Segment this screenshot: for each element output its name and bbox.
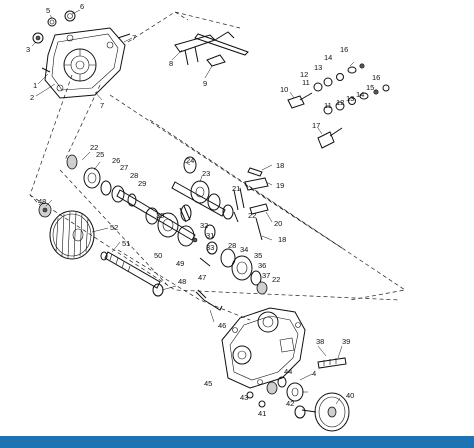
label-5: 5 xyxy=(46,6,50,15)
cover-housing xyxy=(44,27,126,99)
label-31: 31 xyxy=(206,231,214,240)
label-47: 47 xyxy=(198,273,206,282)
label-18-lower: 18 xyxy=(278,235,286,244)
label-23: 23 xyxy=(202,169,210,178)
label-35: 35 xyxy=(254,251,262,260)
label-40: 40 xyxy=(346,391,354,400)
label-50: 50 xyxy=(154,251,162,260)
label-14-lower: 14 xyxy=(356,90,364,99)
label-12-lower: 12 xyxy=(336,98,344,107)
label-3: 3 xyxy=(26,45,30,54)
label-22-lower: 22 xyxy=(272,275,280,284)
label-22-upper: 22 xyxy=(90,143,98,152)
label-1: 1 xyxy=(33,81,37,90)
lower-gear-cluster xyxy=(199,224,268,295)
label-18-upper: 18 xyxy=(276,161,284,170)
gearbox-housing xyxy=(221,307,306,389)
label-15: 15 xyxy=(366,83,374,92)
label-29: 29 xyxy=(138,179,146,188)
main-shaft-gears xyxy=(66,154,198,247)
label-6: 6 xyxy=(80,2,84,11)
label-44: 44 xyxy=(284,367,292,376)
label-49: 49 xyxy=(176,259,184,268)
label-48-right: 48 xyxy=(178,277,186,286)
label-8: 8 xyxy=(169,59,173,68)
label-22-middle: 22 xyxy=(248,211,256,220)
label-38: 38 xyxy=(316,337,324,346)
output-shaft xyxy=(100,251,161,289)
label-16-lower: 16 xyxy=(372,73,380,82)
label-34: 34 xyxy=(240,245,248,254)
shift-rods xyxy=(233,167,269,241)
label-11-upper: 11 xyxy=(302,78,310,87)
label-4: 4 xyxy=(312,369,316,378)
label-42: 42 xyxy=(286,399,294,408)
label-13-lower: 13 xyxy=(346,94,354,103)
bottom-accent-bar xyxy=(0,436,474,448)
label-13-upper: 13 xyxy=(314,63,322,72)
detent-parts-lower xyxy=(317,84,390,149)
label-41: 41 xyxy=(258,409,266,418)
label-7-lower: 7 xyxy=(100,101,104,110)
label-27: 27 xyxy=(120,163,128,172)
label-36: 36 xyxy=(258,261,266,270)
label-28-upper: 28 xyxy=(130,171,138,180)
label-39: 39 xyxy=(342,337,350,346)
label-46: 46 xyxy=(218,321,226,330)
label-14-upper: 14 xyxy=(324,53,332,62)
label-12-upper: 12 xyxy=(300,70,308,79)
left-washers xyxy=(38,202,164,297)
label-43: 43 xyxy=(240,393,248,402)
label-52: 52 xyxy=(110,223,118,232)
label-7-upper: 7 xyxy=(132,33,136,42)
label-24: 24 xyxy=(186,156,194,165)
label-17: 17 xyxy=(312,121,320,130)
label-26: 26 xyxy=(112,156,120,165)
label-20: 20 xyxy=(274,219,282,228)
label-16-upper: 16 xyxy=(340,45,348,54)
label-19: 19 xyxy=(276,181,284,190)
assembly-guide-lines xyxy=(29,11,406,321)
label-51: 51 xyxy=(122,239,130,248)
label-2: 2 xyxy=(30,93,34,102)
part-labels: 5 6 3 1 2 7 7 8 9 16 14 13 12 11 10 16 1… xyxy=(26,2,380,418)
label-30: 30 xyxy=(156,211,164,220)
label-25: 25 xyxy=(96,150,104,159)
label-10: 10 xyxy=(280,85,288,94)
output-pulley xyxy=(301,392,350,432)
label-37: 37 xyxy=(262,271,270,280)
label-11-lower: 11 xyxy=(324,101,332,110)
label-28-lower: 28 xyxy=(228,241,236,250)
output-parts xyxy=(246,357,347,419)
label-32: 32 xyxy=(200,221,208,230)
leader-lines xyxy=(31,9,355,405)
countershaft-gears xyxy=(171,156,234,223)
detent-parts-upper xyxy=(287,63,365,109)
label-45: 45 xyxy=(204,379,212,388)
drive-disc xyxy=(49,210,95,260)
label-48-left: 48 xyxy=(38,197,46,206)
exploded-parts-diagram: 5 6 3 1 2 7 7 8 9 16 14 13 12 11 10 16 1… xyxy=(26,2,406,432)
label-9: 9 xyxy=(203,79,207,88)
label-33: 33 xyxy=(206,243,214,252)
shift-fork-assembly xyxy=(174,31,249,67)
lock-pin xyxy=(195,289,223,311)
label-21: 21 xyxy=(232,184,240,193)
